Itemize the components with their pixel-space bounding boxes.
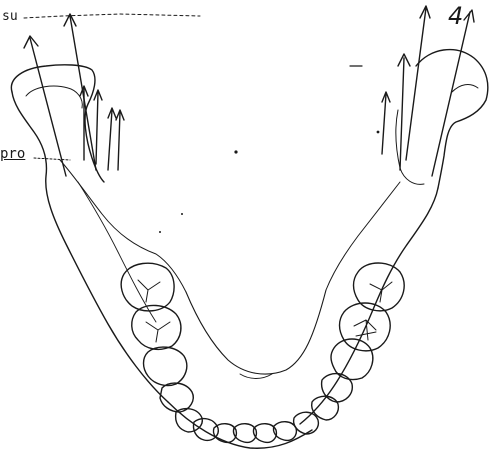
left-ramus-inner — [60, 160, 186, 292]
arrow-left-5 — [108, 110, 112, 170]
leader-line-pro — [34, 158, 70, 160]
tooth-right-molar-3 — [354, 263, 405, 311]
tooth-left-molar-2 — [132, 305, 181, 349]
arrow-right-1 — [406, 8, 426, 160]
tooth-left-molar-2-cusps — [146, 322, 170, 342]
left-oblique-line — [78, 182, 156, 322]
tooth-right-molar-2-cusps — [354, 320, 376, 340]
arrow-right-4 — [382, 94, 386, 154]
tooth-left-molar-3 — [121, 263, 174, 311]
leader-line-su — [24, 14, 200, 18]
arrow-right-3 — [400, 58, 404, 170]
right-ramus-outer — [300, 188, 438, 424]
tooth-right-canine — [294, 412, 319, 434]
tooth-left-premolar-2 — [160, 383, 193, 412]
label-pro: pro — [0, 146, 25, 162]
genial-tubercle — [240, 374, 272, 379]
left-condyle-inner — [26, 86, 82, 108]
tooth-left-molar-3-cusps — [138, 280, 160, 302]
tooth-left-molar-1 — [144, 347, 187, 386]
inner-arch — [186, 290, 326, 374]
arrow-left-4 — [96, 92, 98, 164]
label-su: su — [2, 9, 18, 24]
arrow-right-2 — [432, 12, 470, 176]
right-condyle-notch — [452, 85, 478, 92]
arrow-left-1 — [30, 38, 66, 176]
tooth-incisor-1 — [213, 424, 236, 443]
arrow-left-6 — [118, 112, 120, 170]
tooth-right-molar-1 — [331, 339, 373, 380]
right-coronoid — [396, 110, 424, 184]
left-condyle — [11, 65, 104, 182]
ink-specks — [159, 131, 379, 233]
right-condyle — [416, 50, 488, 188]
label-four: 4 — [448, 2, 463, 30]
